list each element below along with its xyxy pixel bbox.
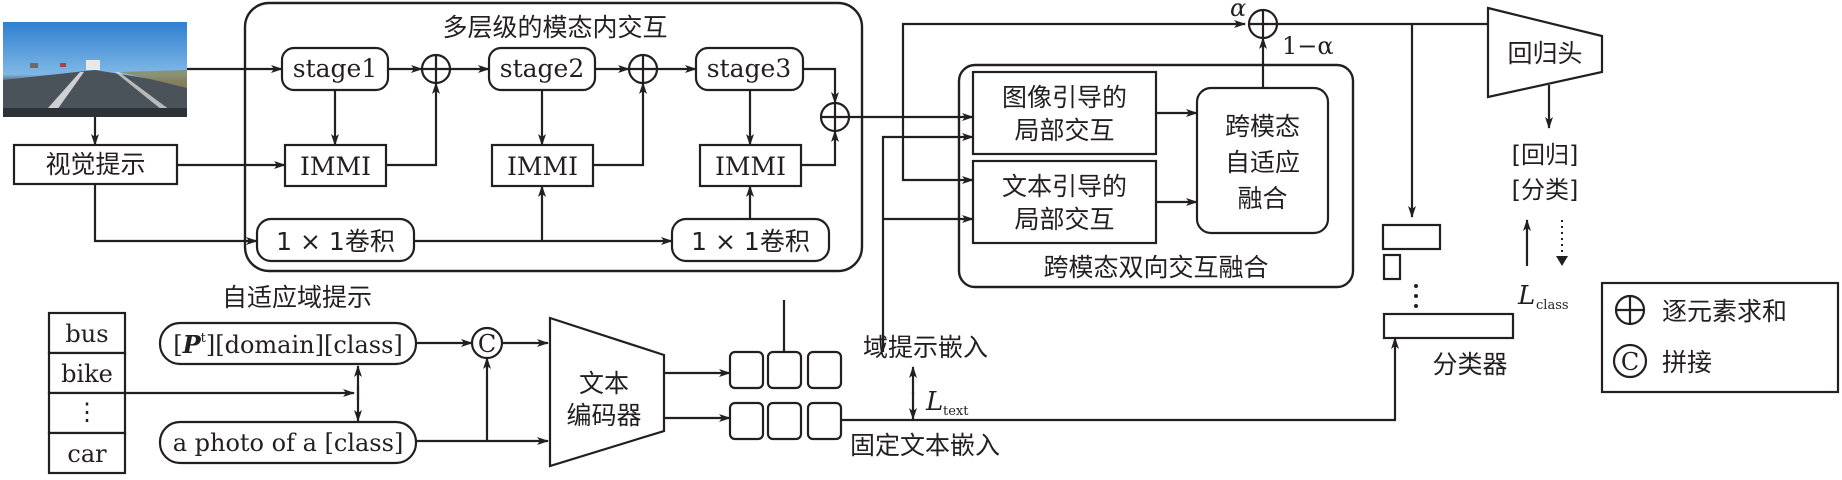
cross-modal-title: 跨模态双向交互融合 bbox=[1043, 253, 1268, 282]
immi-node-1: IMMI bbox=[283, 143, 388, 188]
learnable-prompt-node: [Pt][domain][class] bbox=[158, 321, 418, 366]
image-guided-interaction-node: 图像引导的 局部交互 bbox=[971, 70, 1158, 156]
class-item-bike: bike bbox=[61, 360, 113, 388]
svg-text:C: C bbox=[478, 330, 496, 358]
domain-prompt-embeddings bbox=[728, 350, 843, 390]
immi-node-3: IMMI bbox=[698, 143, 803, 188]
concat-icon: C bbox=[470, 326, 504, 360]
fixed-text-embeddings bbox=[728, 401, 843, 441]
classifier-node: 分类器 bbox=[1381, 223, 1515, 379]
sum-icon bbox=[420, 53, 452, 85]
intra-modal-group: 多层级的模态内交互 stage1 stage2 stage3 IMMI IMMI… bbox=[243, 1, 864, 273]
svg-text:文本: 文本 bbox=[579, 369, 629, 398]
svg-text:编码器: 编码器 bbox=[566, 401, 641, 430]
regression-head-label: 回归头 bbox=[1507, 39, 1582, 68]
domain-prompt-embedding-label: 域提示嵌入 bbox=[863, 333, 988, 362]
intra-connectors bbox=[91, 65, 839, 245]
svg-text:L: L bbox=[925, 387, 943, 417]
svg-text:图像引导的: 图像引导的 bbox=[1002, 83, 1127, 112]
stage1-label: stage1 bbox=[293, 54, 378, 83]
svg-text:1 × 1卷积: 1 × 1卷积 bbox=[276, 227, 395, 256]
class-list: bus bike ⋮ car bbox=[47, 311, 127, 475]
svg-text:IMMI: IMMI bbox=[507, 152, 578, 181]
svg-text:C: C bbox=[1621, 348, 1639, 376]
alpha-sum-icon bbox=[1247, 8, 1279, 40]
svg-text:自适应: 自适应 bbox=[1225, 148, 1300, 177]
stage2-node: stage2 bbox=[487, 46, 597, 92]
adaptive-fusion-node: 跨模态 自适应 融合 bbox=[1195, 86, 1330, 235]
input-image bbox=[3, 22, 187, 117]
regression-head-node: 回归头 bbox=[1486, 6, 1604, 99]
output-regression-label: [回归] bbox=[1512, 141, 1579, 169]
intra-modal-title: 多层级的模态内交互 bbox=[442, 13, 667, 42]
immi-node-2: IMMI bbox=[490, 143, 595, 188]
svg-text:融合: 融合 bbox=[1237, 184, 1287, 213]
stage2-label: stage2 bbox=[500, 54, 585, 83]
loss-class-label: L class bbox=[1517, 281, 1569, 313]
legend-sum-label: 逐元素求和 bbox=[1662, 297, 1787, 326]
svg-text:IMMI: IMMI bbox=[300, 152, 371, 181]
stage3-label: stage3 bbox=[707, 54, 792, 83]
fixed-prompt-label: a photo of a [class] bbox=[173, 429, 404, 457]
legend-sum-icon bbox=[1614, 294, 1646, 326]
conv-node-2: 1 × 1卷积 bbox=[670, 217, 831, 263]
fixed-text-embedding-label: 固定文本嵌入 bbox=[850, 431, 1000, 460]
sum-icon bbox=[819, 101, 851, 133]
cross-modal-group: 跨模态双向交互融合 图像引导的 局部交互 文本引导的 局部交互 跨模态 自适应 … bbox=[957, 63, 1355, 289]
visual-prompt-node: 视觉提示 bbox=[12, 143, 179, 186]
output-class-label: [分类] bbox=[1512, 176, 1579, 204]
visual-prompt-label: 视觉提示 bbox=[45, 150, 145, 179]
svg-text:[Pt][domain][class]: [Pt][domain][class] bbox=[173, 330, 403, 359]
svg-text:IMMI: IMMI bbox=[715, 152, 786, 181]
svg-text:class: class bbox=[1536, 298, 1569, 313]
sum-icon bbox=[627, 53, 659, 85]
svg-text:文本引导的: 文本引导的 bbox=[1002, 172, 1127, 201]
svg-text:局部交互: 局部交互 bbox=[1014, 116, 1114, 145]
cross-connectors bbox=[849, 20, 1267, 352]
loss-text-label: L text bbox=[925, 387, 969, 419]
svg-text:L: L bbox=[1517, 281, 1535, 311]
legend-concat-icon: C bbox=[1612, 343, 1648, 379]
one-minus-alpha-label: 1−α bbox=[1282, 32, 1334, 60]
fixed-prompt-node: a photo of a [class] bbox=[158, 420, 418, 465]
classifier-label: 分类器 bbox=[1432, 350, 1507, 379]
stage3-node: stage3 bbox=[694, 46, 805, 92]
text-encoder-node: 文本 编码器 bbox=[548, 316, 666, 468]
svg-text:text: text bbox=[943, 404, 969, 419]
svg-text:局部交互: 局部交互 bbox=[1014, 205, 1114, 234]
stage1-node: stage1 bbox=[280, 46, 390, 92]
svg-text:1 × 1卷积: 1 × 1卷积 bbox=[691, 227, 810, 256]
class-item-car: car bbox=[67, 440, 107, 468]
class-item-ellipsis: ⋮ bbox=[75, 398, 99, 426]
adaptive-domain-prompt-title: 自适应域提示 bbox=[222, 283, 372, 312]
legend-concat-label: 拼接 bbox=[1662, 348, 1712, 377]
svg-text:跨模态: 跨模态 bbox=[1225, 112, 1300, 141]
class-item-bus: bus bbox=[65, 320, 108, 348]
conv-node-1: 1 × 1卷积 bbox=[255, 217, 416, 263]
legend: 逐元素求和 C 拼接 bbox=[1600, 281, 1840, 394]
alpha-label: α bbox=[1230, 0, 1246, 22]
text-guided-interaction-node: 文本引导的 局部交互 bbox=[971, 159, 1158, 245]
